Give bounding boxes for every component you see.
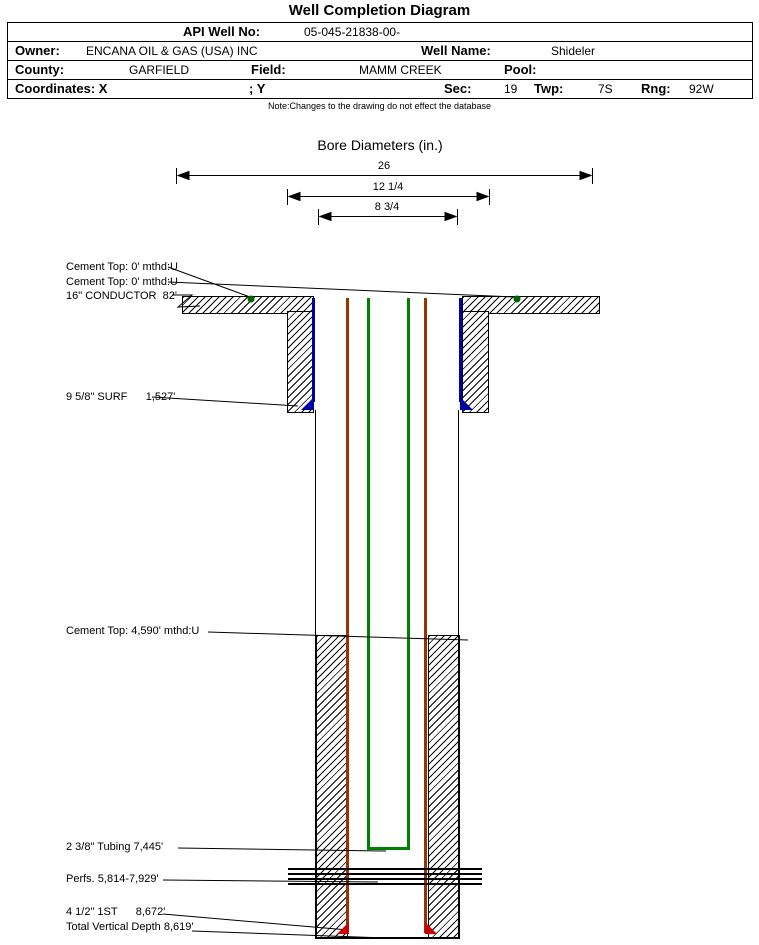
well-header-table: API Well No: 05-045-21838-00- Owner: ENC… xyxy=(7,22,753,99)
coordinates-y-label: ; Y xyxy=(249,81,266,96)
surface-casing-line-left xyxy=(312,298,315,402)
api-value: 05-045-21838-00- xyxy=(304,25,401,39)
cement-top-0-label-1: Cement Top: 0' mthd:U xyxy=(66,261,178,273)
tubing-bottom-cap xyxy=(367,847,410,850)
dim-12-14-arrowhead-left xyxy=(287,191,301,202)
database-note: Note:Changes to the drawing do not effec… xyxy=(268,101,491,111)
well-name-value: Shideler xyxy=(551,44,596,58)
production-cement-right xyxy=(428,635,460,939)
production-casing-label: 4 1/2" 1ST 8,672' xyxy=(66,906,166,918)
dim-12-14-arrowhead-right xyxy=(476,191,490,202)
production-cement-left xyxy=(316,635,348,939)
perforation-line xyxy=(288,873,482,875)
total-vertical-depth-label: Total Vertical Depth 8,619' xyxy=(66,921,194,933)
production-casing-line-left xyxy=(346,298,349,933)
perfs-label: Perfs. 5,814-7,929' xyxy=(66,873,159,885)
county-row: County: GARFIELD Field: MAMM CREEK Pool: xyxy=(8,61,752,80)
ground-bar-left xyxy=(182,296,314,314)
surface-casing-line-right xyxy=(459,298,462,402)
twp-value: 7S xyxy=(598,82,613,96)
surface-cement-left xyxy=(287,311,314,413)
conductor-label: 16" CONDUCTOR 82' xyxy=(66,290,177,302)
field-value: MAMM CREEK xyxy=(359,63,442,77)
dim-26-arrowhead-left xyxy=(176,170,190,181)
county-label: County: xyxy=(15,62,65,77)
surface-casing-label: 9 5/8" SURF 1,527' xyxy=(66,391,176,403)
coordinates-row: Coordinates: X ; Y Sec: 19 Twp: 7S Rng: … xyxy=(8,80,752,98)
borehole-wall-right xyxy=(458,410,459,937)
sec-value: 19 xyxy=(504,82,518,96)
page-title: Well Completion Diagram xyxy=(288,2,471,19)
well-name-label: Well Name: xyxy=(421,43,491,58)
field-label: Field: xyxy=(251,62,286,77)
cement-top-0-label-2: Cement Top: 0' mthd:U xyxy=(66,276,178,288)
rng-label: Rng: xyxy=(641,81,671,96)
dim-8-34-label: 8 3/4 xyxy=(374,201,400,213)
dim-26-arrowhead-right xyxy=(579,170,593,181)
sec-label: Sec: xyxy=(444,81,472,96)
coordinates-label: Coordinates: X xyxy=(15,81,108,96)
rng-value: 92W xyxy=(689,82,714,96)
borehole-bottom-line xyxy=(315,937,459,939)
twp-label: Twp: xyxy=(534,81,564,96)
ground-bar-right xyxy=(462,296,600,314)
leader-cement-top-2 xyxy=(167,281,516,298)
tubing-line-right xyxy=(407,298,410,850)
borehole-wall-left xyxy=(315,410,316,937)
owner-value: ENCANA OIL & GAS (USA) INC xyxy=(86,44,258,58)
tubing-label: 2 3/8" Tubing 7,445' xyxy=(66,841,164,853)
perforation-line xyxy=(288,868,482,870)
owner-row: Owner: ENCANA OIL & GAS (USA) INC Well N… xyxy=(8,42,752,61)
dimension-arrows-group xyxy=(176,168,593,225)
dim-8-34-arrowhead-left xyxy=(318,211,332,222)
api-label: API Well No: xyxy=(183,24,261,39)
perforation-line xyxy=(288,878,482,880)
owner-label: Owner: xyxy=(15,43,60,58)
perforation-line xyxy=(288,883,482,885)
dim-12-14-label: 12 1/4 xyxy=(372,181,404,193)
dim-8-34-arrowhead-right xyxy=(444,211,458,222)
leader-cement-top-1 xyxy=(167,266,251,298)
tubing-line-left xyxy=(367,298,370,850)
cement-top-4590-label: Cement Top: 4,590' mthd:U xyxy=(66,625,200,637)
production-casing-line-right xyxy=(424,298,427,933)
dim-26-label: 26 xyxy=(377,160,391,172)
pool-label: Pool: xyxy=(504,62,537,77)
county-value: GARFIELD xyxy=(129,63,190,77)
leader-tubing xyxy=(177,847,387,852)
surface-cement-right xyxy=(462,311,489,413)
bore-diameters-title: Bore Diameters (in.) xyxy=(317,137,443,153)
api-row: API Well No: 05-045-21838-00- xyxy=(8,23,752,42)
